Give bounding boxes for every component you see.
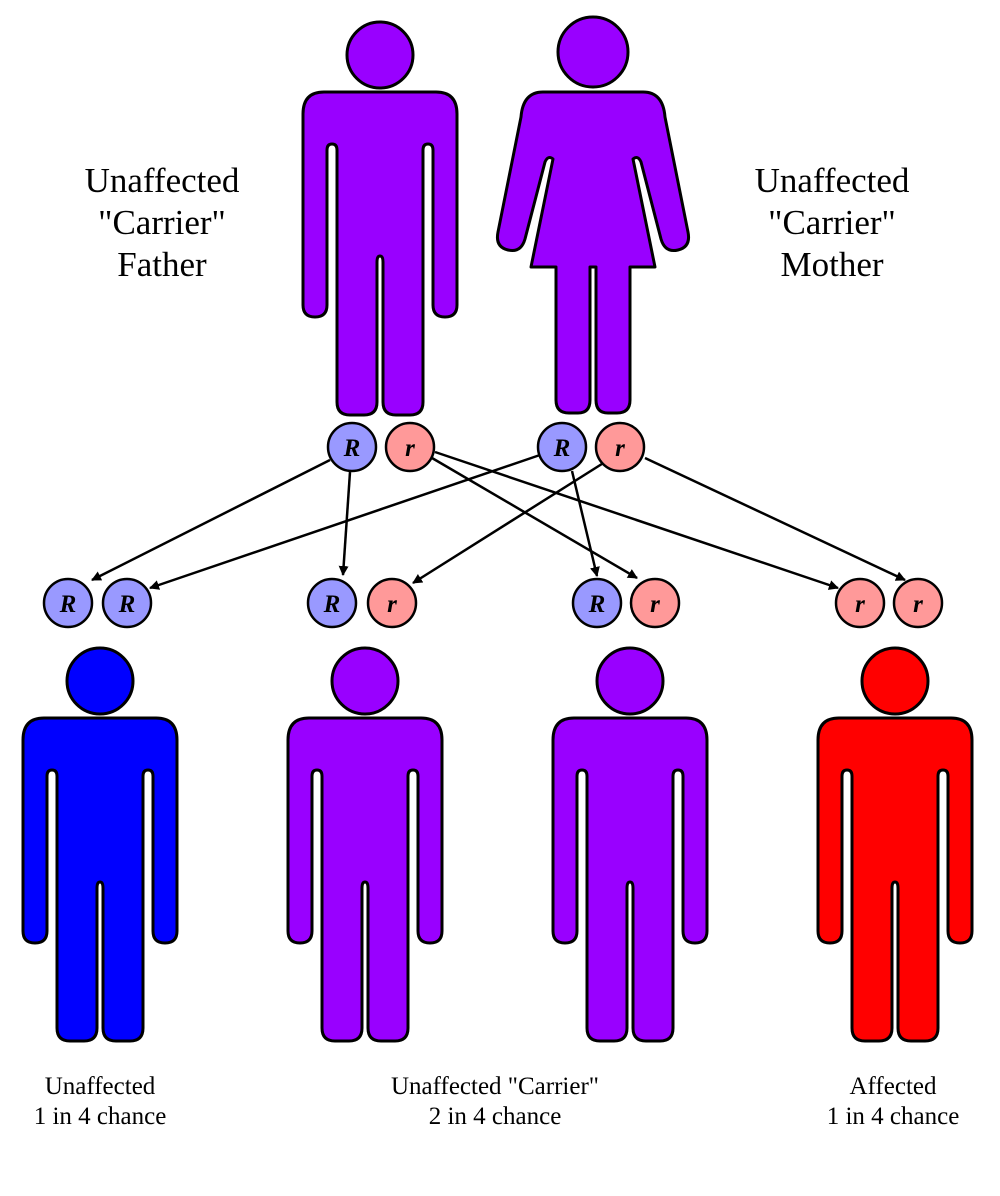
mother-figure-head (556, 15, 630, 89)
mother-label-line: "Carrier" (768, 203, 896, 242)
child-figure-carrier-body (551, 716, 709, 1043)
mother-figure-body (496, 90, 690, 415)
outcome-title: Unaffected (44, 1073, 156, 1100)
child-figure-carrier (551, 646, 709, 1043)
allele-recessive: r (629, 577, 681, 629)
allele-letter: r (405, 435, 415, 462)
allele-letter: R (118, 591, 136, 618)
allele-dominant: R (101, 577, 153, 629)
inheritance-arrow (434, 450, 839, 590)
mother-label-line: Mother (780, 245, 884, 284)
allele-circle (42, 577, 94, 629)
allele-letter: r (615, 435, 625, 462)
allele-recessive: r (366, 577, 418, 629)
inheritance-arrow (91, 458, 331, 582)
outcome-chance: 1 in 4 chance (826, 1103, 960, 1130)
allele-letter: R (588, 591, 606, 618)
outcome-carrier: Unaffected "Carrier" 2 in 4 chance (345, 1072, 645, 1132)
allele-circle (384, 421, 436, 473)
inheritance-arrows (91, 450, 906, 590)
allele-circle (892, 577, 944, 629)
allele-dominant: R (571, 577, 623, 629)
allele-circle (834, 577, 886, 629)
allele-dominant: R (306, 577, 358, 629)
allele-dominant: R (536, 421, 588, 473)
inheritance-arrow (644, 456, 906, 582)
allele-letter: r (387, 591, 397, 618)
allele-circle (101, 577, 153, 629)
allele-letter: R (323, 591, 341, 618)
mother-label: Unaffected"Carrier"Mother (702, 160, 962, 286)
child-figure-carrier-head (330, 646, 400, 716)
child-figure-carrier-head (595, 646, 665, 716)
father-label-line: "Carrier" (98, 203, 226, 242)
mother-label-line: Unaffected (754, 161, 910, 200)
child-figure-affected-head (860, 646, 930, 716)
allele-dominant: R (42, 577, 94, 629)
allele-circle (629, 577, 681, 629)
allele-letter: R (59, 591, 77, 618)
allele-recessive: r (834, 577, 886, 629)
outcome-unaffected: Unaffected 1 in 4 chance (0, 1072, 250, 1132)
outcome-affected: Affected 1 in 4 chance (743, 1072, 1000, 1132)
allele-circle (366, 577, 418, 629)
father-label: Unaffected"Carrier"Father (32, 160, 292, 286)
allele-recessive: r (594, 421, 646, 473)
father-label-line: Father (117, 245, 207, 284)
child-figure-carrier (286, 646, 444, 1043)
allele-circle (571, 577, 623, 629)
child-figure-unaffected-head (65, 646, 135, 716)
outcome-title: Affected (849, 1073, 937, 1100)
inheritance-arrow (412, 460, 606, 585)
father-figure-body (301, 90, 459, 417)
allele-circle (326, 421, 378, 473)
inheritance-arrow (570, 470, 600, 577)
figures (21, 15, 974, 1043)
allele-letter: r (855, 591, 865, 618)
allele-circle (306, 577, 358, 629)
child-figure-carrier-body (286, 716, 444, 1043)
father-figure (301, 20, 459, 417)
inheritance-arrow (149, 453, 541, 590)
allele-letter: r (913, 591, 923, 618)
allele-dominant: R (326, 421, 378, 473)
father-figure-head (345, 20, 415, 90)
child-figure-affected-body (816, 716, 974, 1043)
allele-recessive: r (892, 577, 944, 629)
child-figure-affected (816, 646, 974, 1043)
father-label-line: Unaffected (84, 161, 240, 200)
allele-letter: r (650, 591, 660, 618)
allele-circle (594, 421, 646, 473)
outcome-chance: 1 in 4 chance (33, 1103, 167, 1130)
allele-recessive: r (384, 421, 436, 473)
outcome-title: Unaffected "Carrier" (390, 1073, 600, 1100)
inheritance-arrow (431, 456, 638, 580)
allele-circle (536, 421, 588, 473)
child-figure-unaffected-body (21, 716, 179, 1043)
inheritance-arrow (338, 471, 352, 576)
child-figure-unaffected (21, 646, 179, 1043)
mother-figure (496, 15, 690, 415)
allele-letter: R (553, 435, 571, 462)
outcome-chance: 2 in 4 chance (428, 1103, 562, 1130)
allele-letter: R (343, 435, 361, 462)
